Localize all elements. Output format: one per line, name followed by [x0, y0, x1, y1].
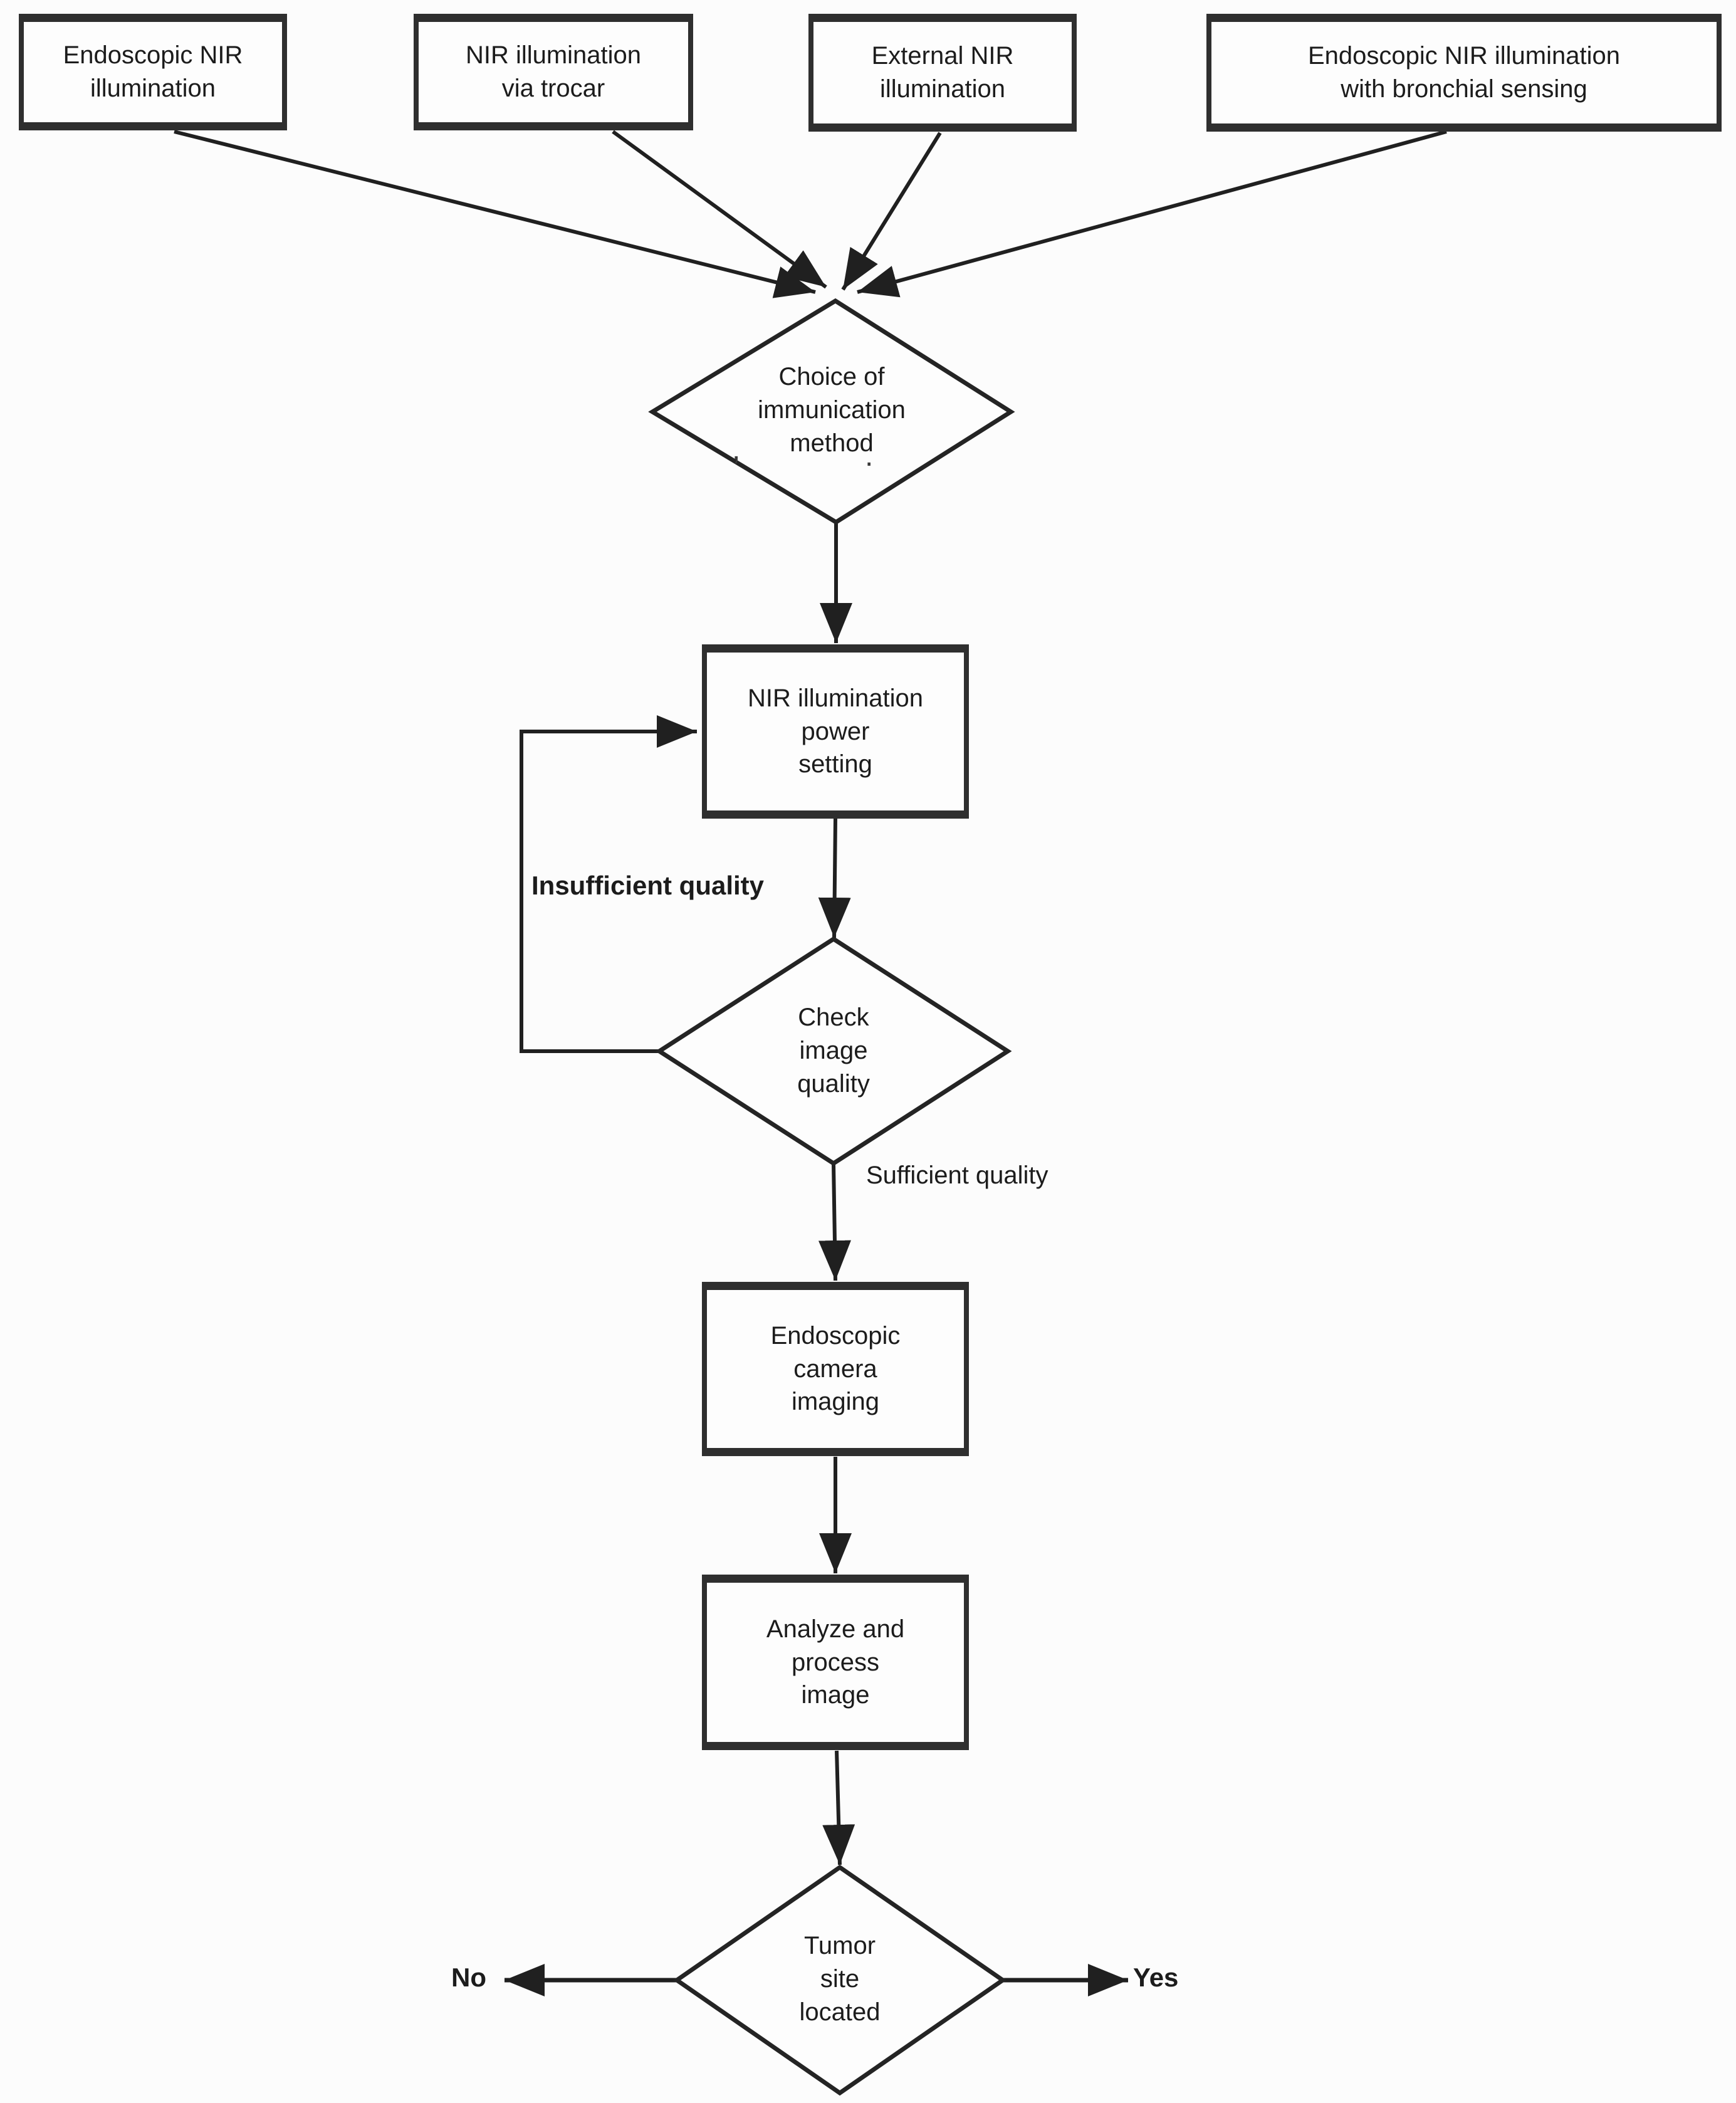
source-box-external-nir-label: External NIR illumination	[871, 42, 1014, 103]
insufficient-quality-label: Insufficient quality	[531, 871, 765, 900]
tumor-diamond-label: Tumor site located	[799, 1932, 881, 2026]
camera-imaging-box-label: Endoscopic camera imaging	[770, 1321, 901, 1416]
source-box-trocar-label: NIR illumination via trocar	[465, 41, 642, 102]
stray-comma-mark: ,	[732, 433, 741, 466]
choice-diamond	[648, 298, 1015, 525]
arrow-source2-to-choice	[612, 130, 827, 289]
power-setting-box: NIR illumination power setting	[702, 644, 969, 819]
choice-diamond-label: Choice of immunication method	[758, 363, 906, 457]
check-diamond	[655, 936, 1012, 1167]
arrow-power-to-check	[818, 818, 851, 938]
no-label: No	[451, 1963, 486, 1992]
arrow-analyze-to-tumor	[822, 1750, 855, 1865]
analyze-process-box: Analyze and process image	[702, 1575, 969, 1750]
arrow-source3-to-choice	[841, 132, 942, 291]
power-setting-box-label: NIR illumination power setting	[747, 684, 924, 779]
source-box-external-nir: External NIR illumination	[808, 14, 1077, 132]
arrow-check-to-camera	[818, 1163, 851, 1281]
source-box-trocar: NIR illumination via trocar	[414, 14, 693, 130]
camera-imaging-box: Endoscopic camera imaging	[702, 1282, 969, 1456]
arrow-source1-to-choice	[174, 130, 816, 298]
analyze-process-box-label: Analyze and process image	[766, 1615, 905, 1709]
source-box-bronchial-sensing-label: Endoscopic NIR illumination with bronchi…	[1307, 42, 1620, 103]
source-box-endoscopic-nir-label: Endoscopic NIR illumination	[63, 41, 243, 102]
yes-label: Yes	[1133, 1963, 1179, 1992]
arrow-feedback-insufficient	[520, 715, 697, 1053]
arrow-source4-to-choice	[857, 130, 1447, 298]
stray-dot-mark: .	[865, 439, 874, 473]
source-box-bronchial-sensing: Endoscopic NIR illumination with bronchi…	[1206, 14, 1722, 132]
tumor-diamond	[672, 1864, 1007, 2096]
source-box-endoscopic-nir: Endoscopic NIR illumination	[19, 14, 287, 130]
check-diamond-label: Check image quality	[797, 1004, 870, 1098]
sufficient-quality-label: Sufficient quality	[866, 1162, 1048, 1189]
